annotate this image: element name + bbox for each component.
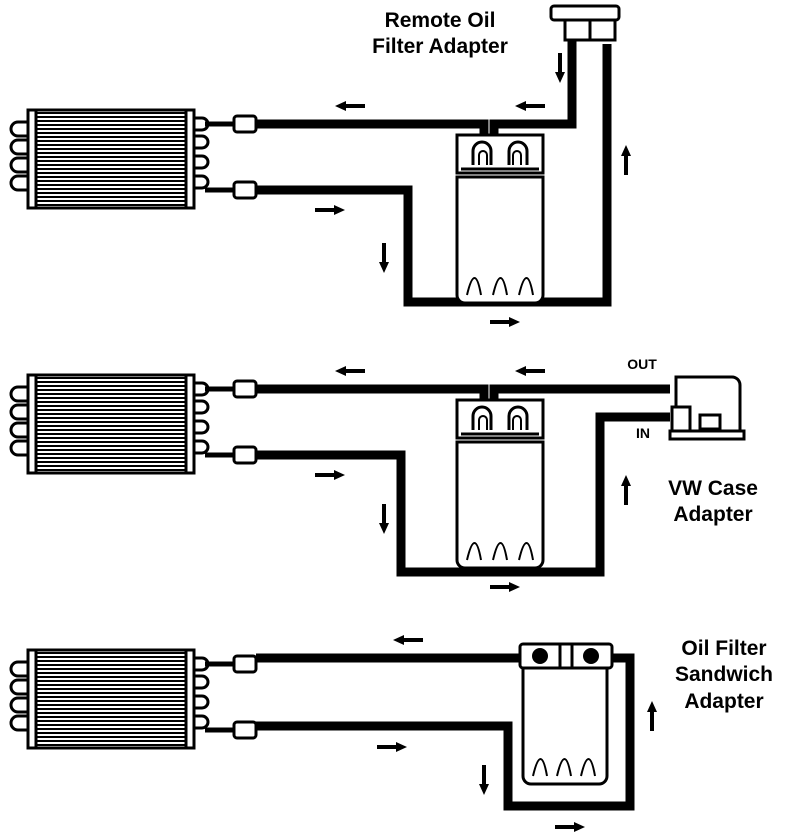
flow-arrow-icon (513, 99, 547, 113)
flow-arrow-icon (488, 580, 522, 594)
oil-filter-icon (521, 666, 609, 786)
oil-cooler-icon (11, 375, 256, 473)
flow-arrow-icon (477, 763, 491, 797)
remote-adapter-system (11, 4, 633, 329)
vw-case-adapter-system (11, 364, 746, 594)
sandwich-adapter-icon (518, 642, 614, 670)
flow-arrow-icon (377, 502, 391, 536)
flow-arrow-icon (553, 820, 587, 834)
title-line: Oil Filter (681, 637, 767, 660)
out-label: OUT (627, 356, 657, 372)
flow-arrow-icon (619, 473, 633, 507)
flow-arrow-icon (513, 364, 547, 378)
remote-filter-adapter-icon (549, 4, 621, 42)
flow-arrow-icon (333, 364, 367, 378)
flow-arrow-icon (619, 143, 633, 177)
oil-filter-icon (455, 398, 545, 570)
flow-arrow-icon (553, 51, 567, 85)
flow-arrow-icon (488, 315, 522, 329)
flow-arrow-icon (333, 99, 367, 113)
remote-adapter-title: Remote Oil Filter Adapter (340, 8, 540, 61)
flow-arrow-icon (377, 241, 391, 275)
oil-line (489, 36, 577, 135)
oil-line (256, 384, 670, 577)
in-label: IN (636, 425, 650, 441)
title-line: Filter Adapter (372, 35, 508, 59)
vw-adapter-title: VW Case Adapter (648, 476, 778, 529)
title-line: VW Case (668, 477, 758, 500)
title-line: Sandwich (674, 663, 774, 687)
vw-case-adapter-icon (668, 375, 746, 441)
flow-arrow-icon (375, 740, 409, 754)
oil-cooler-icon (11, 110, 256, 208)
flow-arrow-icon (313, 203, 347, 217)
sandwich-adapter-system (11, 633, 659, 834)
oil-line (489, 384, 670, 400)
title-line: Adapter (673, 503, 753, 527)
flow-arrow-icon (645, 699, 659, 733)
title-line: Adapter (684, 689, 764, 713)
oil-line (256, 44, 612, 307)
flow-arrow-icon (313, 468, 347, 482)
oil-cooler-icon (11, 650, 256, 748)
sandwich-adapter-title: Oil Filter Sandwich Adapter (664, 636, 784, 715)
title-line: Remote Oil (384, 9, 496, 32)
flow-arrow-icon (391, 633, 425, 647)
oil-filter-icon (455, 133, 545, 305)
oil-line (256, 653, 635, 811)
